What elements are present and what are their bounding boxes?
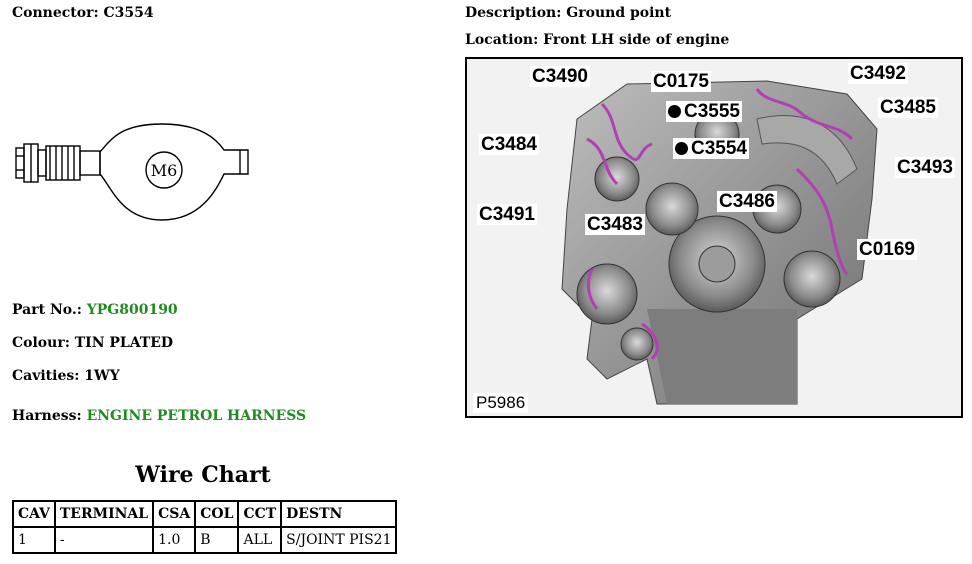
cell-csa: 1.0: [152, 526, 197, 554]
part-no-label: Part No.:: [12, 302, 82, 318]
terminal-size-text: M6: [151, 161, 178, 180]
callout-c3492: C3492: [848, 63, 908, 84]
callout-c3484: C3484: [479, 134, 539, 155]
cavities-value: 1WY: [84, 368, 120, 384]
part-no-line: Part No.: YPG800190: [12, 302, 178, 318]
header-cav: CAV: [12, 500, 56, 528]
harness-link[interactable]: ENGINE PETROL HARNESS: [86, 408, 307, 424]
location-line: Location: Front LH side of engine: [465, 32, 729, 48]
location-label: Location:: [465, 32, 539, 48]
cell-cav: 1: [12, 526, 56, 554]
colour-value: TIN PLATED: [74, 335, 174, 351]
cell-destn[interactable]: S/JOINT PIS21: [280, 526, 398, 554]
cavities-label: Cavities:: [12, 368, 80, 384]
connector-line: Connector: C3554: [12, 5, 154, 21]
header-csa: CSA: [152, 500, 197, 528]
harness-label: Harness:: [12, 408, 82, 424]
wire-chart-table: CAV TERMINAL CSA COL CCT DESTN 1 - 1.0 B…: [12, 500, 398, 554]
callout-c3485: C3485: [878, 97, 938, 118]
connector-label: Connector:: [12, 5, 99, 21]
connector-value: C3554: [103, 5, 154, 21]
callout-c3554-text: C3554: [691, 138, 747, 159]
description-value: Ground point: [566, 5, 672, 21]
description-label: Description:: [465, 5, 562, 21]
colour-line: Colour: TIN PLATED: [12, 335, 173, 351]
callout-c3490: C3490: [530, 66, 590, 87]
wire-chart-title: Wire Chart: [135, 462, 271, 488]
ground-dot-icon: [675, 142, 688, 155]
part-no-link[interactable]: YPG800190: [86, 302, 178, 318]
colour-label: Colour:: [12, 335, 70, 351]
engine-location-image: C3490 C0175 C3492 C3555 C3485 C3484 C355…: [465, 57, 963, 418]
harness-line: Harness: ENGINE PETROL HARNESS: [12, 408, 306, 424]
callout-c3486: C3486: [717, 191, 777, 212]
callout-c0175: C0175: [651, 71, 711, 92]
callout-c3493: C3493: [895, 157, 955, 178]
cell-terminal: -: [53, 526, 155, 554]
callout-c3491: C3491: [477, 204, 537, 225]
ground-dot-icon: [668, 105, 681, 118]
header-terminal: TERMINAL: [53, 500, 155, 528]
description-line: Description: Ground point: [465, 5, 671, 21]
cell-cct: ALL: [237, 526, 283, 554]
table-row: 1 - 1.0 B ALL S/JOINT PIS21: [12, 526, 398, 554]
table-header-row: CAV TERMINAL CSA COL CCT DESTN: [12, 500, 398, 528]
figure-id: P5986: [473, 393, 529, 413]
cell-col: B: [194, 526, 240, 554]
location-value: Front LH side of engine: [543, 32, 730, 48]
header-destn: DESTN: [280, 500, 398, 528]
callout-c0169: C0169: [857, 239, 917, 260]
header-col: COL: [194, 500, 240, 528]
callout-c3483: C3483: [585, 214, 645, 235]
cavities-line: Cavities: 1WY: [12, 368, 120, 384]
header-cct: CCT: [237, 500, 283, 528]
ring-terminal-drawing: M6: [15, 123, 249, 221]
callout-c3555: C3555: [666, 101, 742, 122]
callout-c3554: C3554: [673, 138, 749, 159]
callout-c3555-text: C3555: [684, 101, 740, 122]
